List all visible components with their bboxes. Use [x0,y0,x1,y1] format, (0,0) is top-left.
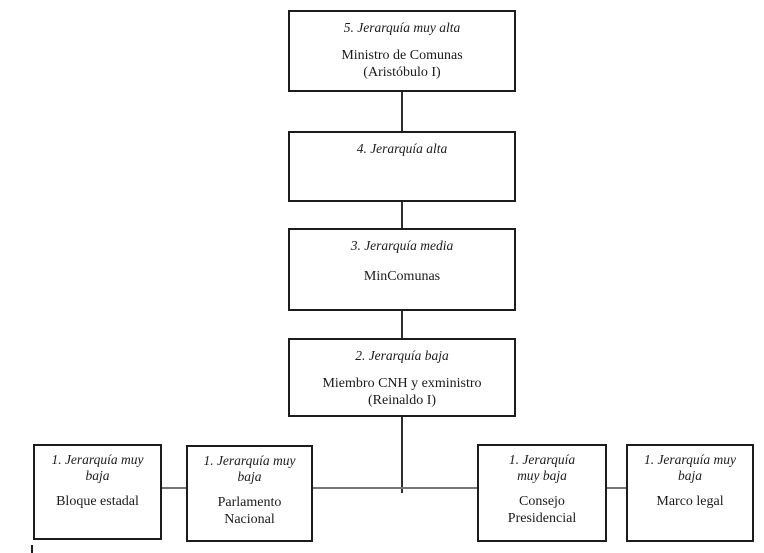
partial-box-edge [31,545,33,553]
hierarchy-level4-label: 4. Jerarquía alta [356,141,448,156]
hierarchy-box-consejo-presidencial: 1. Jerarquía muy baja Consejo Presidenci… [477,444,607,542]
hierarchy-box-parlamento-nacional-content: Parlamento Nacional [217,495,282,527]
hierarchy-box-marco-legal-content: Marco legal [656,494,724,509]
connector-parlamento-consejo [313,487,477,489]
hierarchy-box-marco-legal: 1. Jerarquía muy baja Marco legal [626,444,754,542]
hierarchy-level5-label: 5. Jerarquía muy alta [343,20,461,35]
hierarchy-level1-label: 1. Jerarquía muy baja [203,453,296,484]
hierarchy-level2-label: 2. Jerarquía baja [355,348,449,363]
hierarchy-box-level3-content: MinComunas [363,269,441,284]
connector-level4-level3 [401,202,403,228]
hierarchy-box-consejo-presidencial-content: Consejo Presidencial [507,494,577,526]
connector-level3-level2 [401,311,403,338]
hierarchy-box-bloque-estadal: 1. Jerarquía muy baja Bloque estadal [33,444,162,540]
hierarchy-box-parlamento-nacional: 1. Jerarquía muy baja Parlamento Naciona… [186,445,313,542]
hierarchy-box-level2-content: Miembro CNH y exministro (Reinaldo I) [322,376,482,408]
hierarchy-box-level2: 2. Jerarquía baja Miembro CNH y exminist… [288,338,516,417]
hierarchy-box-level3: 3. Jerarquía media MinComunas [288,228,516,311]
hierarchy-level1-label: 1. Jerarquía muy baja [51,452,144,483]
connector-level5-level4 [401,92,403,131]
connector-consejo-marco [607,487,626,489]
hierarchy-box-level5-content: Ministro de Comunas (Aristóbulo I) [341,48,463,80]
connector-bloque-parlamento [162,487,186,489]
hierarchy-box-bloque-estadal-content: Bloque estadal [56,494,139,509]
hierarchy-box-level4: 4. Jerarquía alta [288,131,516,202]
hierarchy-level1-label: 1. Jerarquía muy baja [508,452,576,483]
connector-level2-bottom-row [401,417,403,493]
hierarchy-level3-label: 3. Jerarquía media [350,238,454,253]
hierarchy-level1-label: 1. Jerarquía muy baja [643,452,737,483]
hierarchy-box-level5: 5. Jerarquía muy alta Ministro de Comuna… [288,10,516,92]
